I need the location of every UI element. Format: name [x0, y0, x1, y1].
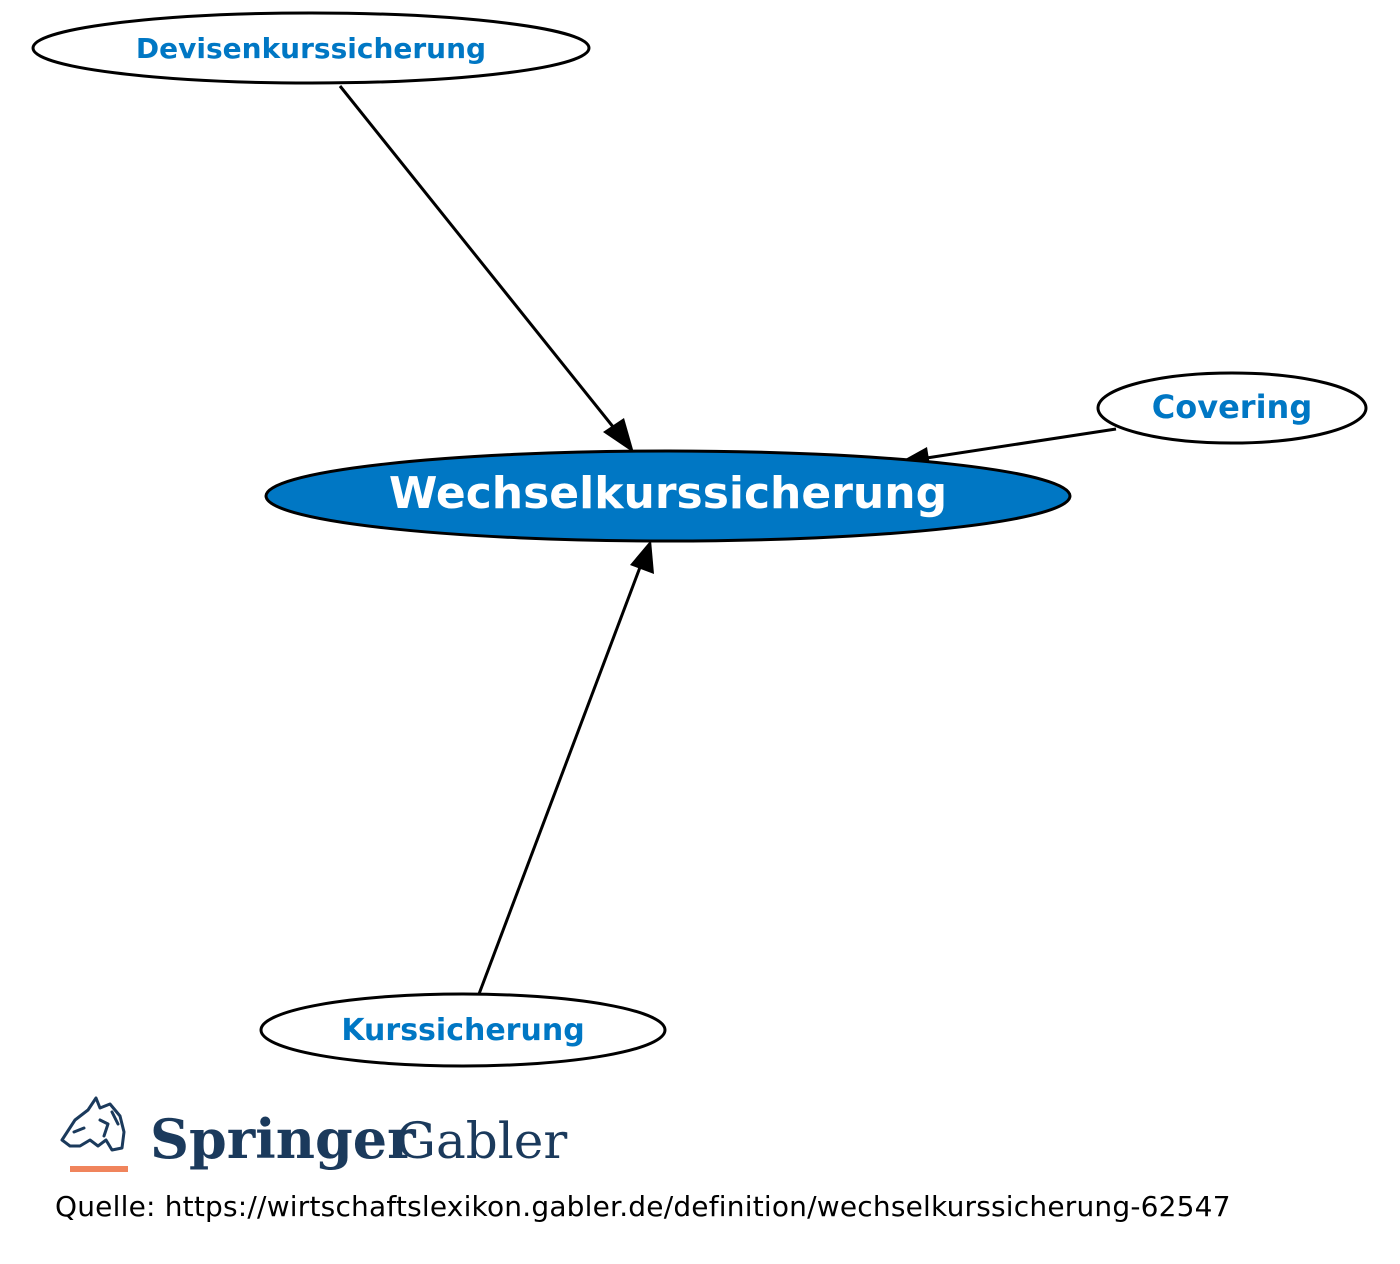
concept-map: Devisenkurssicherung Covering Wechselkur… — [31, 11, 1368, 1172]
center-node-label[interactable]: Wechselkurssicherung — [389, 468, 947, 519]
node-label[interactable]: Kurssicherung — [341, 1013, 584, 1048]
springer-horse-icon — [60, 1096, 126, 1152]
edge-kurssicherung — [477, 561, 644, 995]
logo-underline — [70, 1166, 128, 1172]
node-shape — [31, 11, 591, 85]
node-shape — [1096, 371, 1368, 445]
logo-brand-text: Springer — [150, 1107, 416, 1171]
edges — [338, 85, 1117, 995]
node-label[interactable]: Covering — [1152, 388, 1312, 426]
springer-gabler-logo: Springer Gabler — [60, 1096, 567, 1172]
arrowhead-kurssicherung — [630, 540, 654, 574]
node-covering[interactable]: Covering — [1096, 371, 1368, 445]
node-shape — [259, 992, 667, 1068]
source-citation: Quelle: https://wirtschaftslexikon.gable… — [55, 1190, 1231, 1223]
node-center-wechselkurssicherung[interactable]: Wechselkurssicherung — [264, 449, 1072, 543]
edge-devisenkurssicherung — [338, 85, 624, 439]
edge-covering — [919, 427, 1117, 461]
node-label[interactable]: Devisenkurssicherung — [136, 32, 486, 65]
logo-suffix-text: Gabler — [396, 1112, 567, 1170]
node-kurssicherung[interactable]: Kurssicherung — [259, 992, 667, 1068]
center-node-shape — [264, 449, 1072, 543]
arrowhead-devisenkurssicherung — [603, 418, 634, 453]
node-devisenkurssicherung[interactable]: Devisenkurssicherung — [31, 11, 591, 85]
